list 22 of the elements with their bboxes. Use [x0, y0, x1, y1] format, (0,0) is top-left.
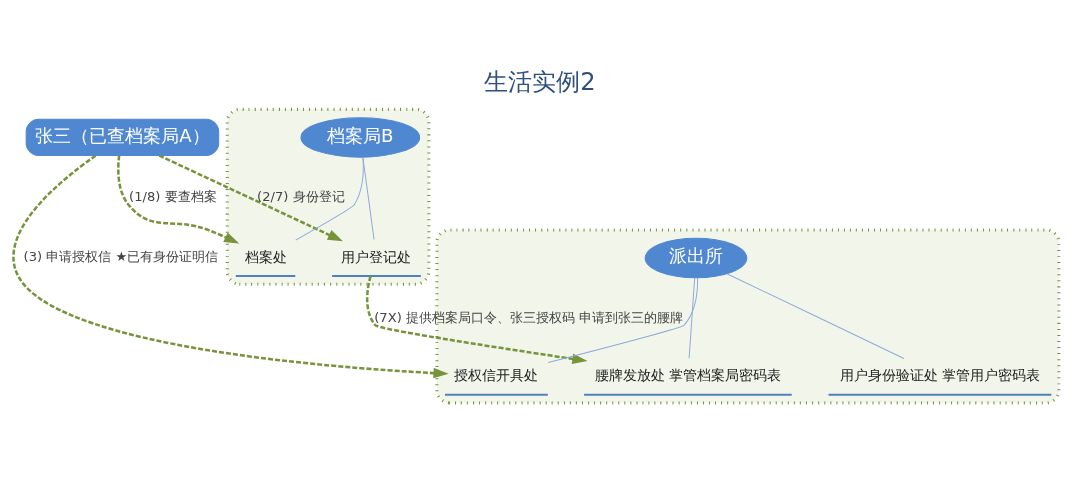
node-text: 档案处	[244, 248, 287, 265]
edge-label: (7X) 提供档案局口令、张三授权码 申请到张三的腰牌	[374, 309, 684, 325]
connector	[688, 277, 696, 359]
edge-label: (1/8) 要查档案	[129, 189, 217, 205]
node-ellipse: 派出所	[644, 237, 748, 279]
edge-label: (3) 申请授权信 ★已有身份证明信	[23, 249, 219, 265]
node-text: 用户身份验证处 掌管用户密码表	[839, 367, 1041, 384]
arrow	[158, 154, 343, 242]
connector	[547, 277, 699, 363]
node-box: 张三（已查档案局A）	[25, 118, 220, 157]
diagram-title: 生活实例2	[484, 68, 596, 97]
arrow	[12, 154, 449, 379]
node-ellipse: 档案局B	[300, 117, 421, 158]
connector	[295, 157, 364, 241]
node-text: 腰牌发放处 掌管档案局密码表	[594, 367, 782, 384]
arrow	[365, 276, 588, 365]
edge-label: (2/7) 身份登记	[257, 189, 345, 205]
connector	[362, 156, 375, 240]
node-text: 授权信开具处	[454, 367, 539, 384]
node-text: 用户登记处	[341, 248, 412, 265]
connector	[726, 273, 905, 359]
arrow	[117, 155, 240, 244]
